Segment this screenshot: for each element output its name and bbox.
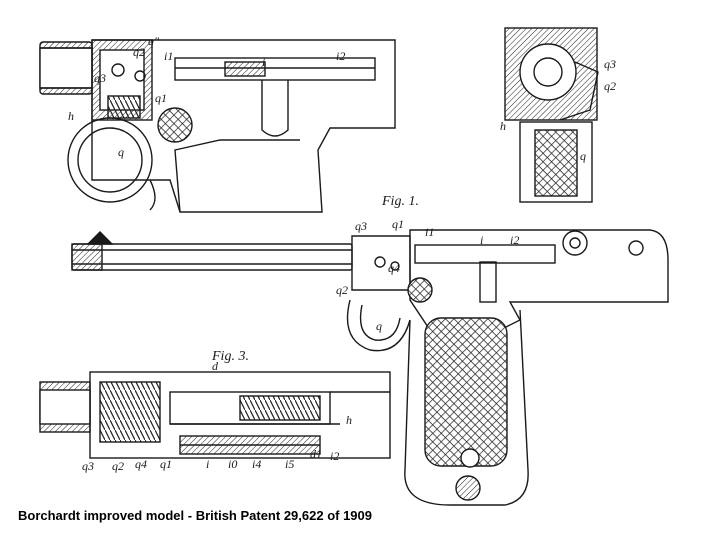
svg-text:i: i (206, 457, 209, 471)
svg-text:q2: q2 (112, 459, 124, 473)
svg-text:h: h (68, 109, 74, 123)
svg-text:q3: q3 (82, 459, 94, 473)
svg-text:q3: q3 (604, 57, 616, 71)
end-view-drawing (504, 27, 599, 203)
svg-text:q: q (376, 319, 382, 333)
svg-text:q: q (118, 145, 124, 159)
svg-text:i4: i4 (252, 457, 261, 471)
svg-text:q3: q3 (355, 219, 367, 233)
svg-text:h: h (346, 413, 352, 427)
bottom-detail-drawing (39, 371, 391, 459)
svg-text:q: q (580, 149, 586, 163)
svg-text:q1: q1 (160, 457, 172, 471)
top-detail-labels: q2 q" i1 i i2 q3 q1 h q (68, 34, 345, 159)
main-view-drawing (71, 229, 669, 506)
figure-3-title: Fig. 3. (211, 349, 249, 364)
top-detail-drawing (39, 39, 396, 213)
svg-text:i: i (262, 55, 265, 69)
svg-text:i2: i2 (330, 449, 339, 463)
svg-text:i2: i2 (336, 49, 345, 63)
end-view-labels: q3 q2 h q (500, 57, 616, 163)
svg-text:d: d (212, 359, 219, 373)
svg-text:q4: q4 (135, 457, 147, 471)
figure-1-title: Fig. 1. (381, 194, 419, 209)
bottom-detail-labels: d h q3 q2 q4 q1 i i0 i4 i5 d1 i2 (82, 359, 352, 473)
caption: Borchardt improved model - British Paten… (18, 508, 372, 523)
main-view-labels: q3 q1 i1 i i2 q4 q2 q (336, 217, 519, 333)
svg-text:i0: i0 (228, 457, 237, 471)
svg-text:h: h (500, 119, 506, 133)
svg-text:i1: i1 (425, 225, 434, 239)
svg-text:q2: q2 (336, 283, 348, 297)
svg-text:q1: q1 (155, 91, 167, 105)
svg-text:q2: q2 (133, 45, 145, 59)
svg-text:q2: q2 (604, 79, 616, 93)
svg-text:q1: q1 (392, 217, 404, 231)
svg-text:d1: d1 (310, 447, 322, 461)
svg-text:q": q" (148, 34, 160, 48)
svg-text:i2: i2 (510, 233, 519, 247)
svg-text:i1: i1 (164, 49, 173, 63)
svg-text:q3: q3 (94, 71, 106, 85)
svg-text:i5: i5 (285, 457, 294, 471)
svg-text:q4: q4 (388, 261, 400, 275)
svg-text:i: i (480, 233, 483, 247)
